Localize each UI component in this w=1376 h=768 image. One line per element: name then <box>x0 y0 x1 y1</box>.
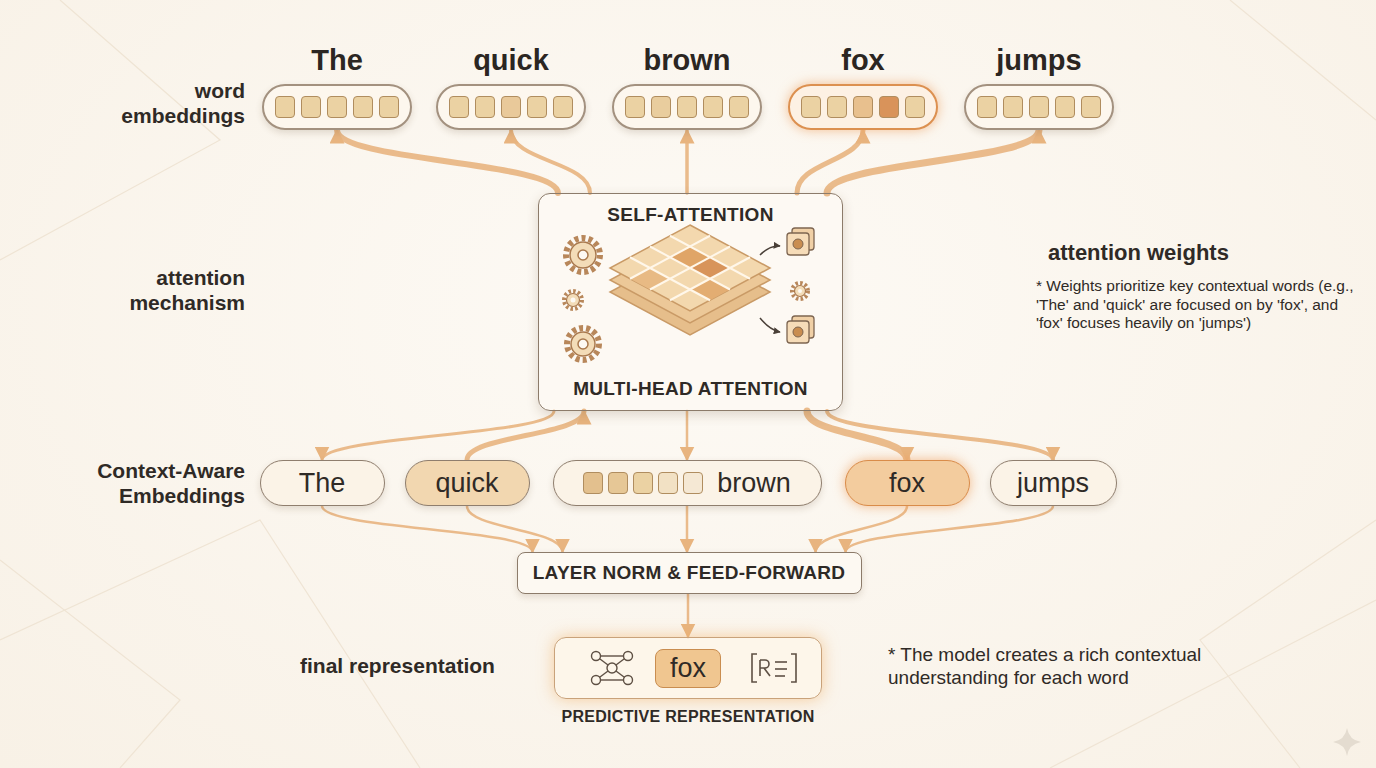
annotation-note: * The model creates a rich contextual un… <box>888 644 1228 690</box>
vector-cell <box>527 96 547 118</box>
context-embedding: jumps <box>990 460 1117 506</box>
vector-cell <box>449 96 469 118</box>
word-embedding: quick <box>436 40 586 130</box>
row-label: Context-Aware Embeddings <box>95 458 245 508</box>
output-frame: fox <box>554 637 822 699</box>
word-embedding: fox <box>788 40 938 130</box>
vector-cell <box>275 96 295 118</box>
row-label: word embeddings <box>115 78 245 128</box>
word-label: The <box>311 40 363 80</box>
vector-cell <box>625 96 645 118</box>
embedding-vector <box>583 472 703 494</box>
vector-cell <box>658 472 678 494</box>
vector-cell <box>633 472 653 494</box>
context-embedding: The <box>260 460 385 506</box>
attention-arrow <box>827 130 1039 193</box>
vector-cell <box>475 96 495 118</box>
word-label: quick <box>435 468 498 499</box>
word-label: quick <box>473 40 549 80</box>
context-embedding: fox <box>845 460 970 506</box>
word-label: The <box>299 468 346 499</box>
vector-cell <box>651 96 671 118</box>
attention-arrow <box>687 594 690 637</box>
word-embedding: brown <box>612 40 762 130</box>
attention-matrix <box>610 225 770 335</box>
word-label: brown <box>717 468 791 499</box>
context-embedding: brown <box>553 460 822 506</box>
attention-arrow <box>467 506 563 552</box>
word-label: jumps <box>1017 468 1089 499</box>
box-caption: PREDICTIVE REPRESENTATION <box>561 708 814 726</box>
vector-cell <box>379 96 399 118</box>
word-embedding: The <box>262 40 412 130</box>
vector-cell <box>327 96 347 118</box>
network-icon <box>592 652 633 685</box>
vector-cell <box>1029 96 1049 118</box>
attention-arrow <box>686 411 689 460</box>
attention-illustration <box>538 193 843 411</box>
attention-arrow <box>337 130 558 193</box>
vector-cell <box>977 96 997 118</box>
vector-cell <box>853 96 873 118</box>
vector-cell <box>905 96 925 118</box>
vector-cell <box>879 96 899 118</box>
annotation-note: * Weights prioritize key contextual word… <box>1036 277 1356 333</box>
row-label: attention mechanism <box>115 265 245 315</box>
embedding-vector <box>964 84 1114 130</box>
attention-arrow <box>686 506 689 552</box>
embedding-vector <box>788 84 938 130</box>
vector-cell <box>801 96 821 118</box>
attention-arrow <box>827 411 1053 460</box>
word-label: fox <box>655 649 721 688</box>
word-embedding: jumps <box>964 40 1114 130</box>
attention-block: SELF-ATTENTION MULTI-HEAD ATTENTION <box>538 193 843 411</box>
vector-cell <box>501 96 521 118</box>
head-output-icon <box>760 228 814 343</box>
embedding-vector <box>262 84 412 130</box>
embedding-vector <box>612 84 762 130</box>
output-box: foxPREDICTIVE REPRESENTATION <box>554 637 822 726</box>
context-embedding: quick <box>405 460 530 506</box>
sparkle-mark <box>1333 728 1361 756</box>
attention-arrow <box>846 506 1054 552</box>
row-label: final representation <box>300 653 520 678</box>
word-label: fox <box>841 40 885 80</box>
word-label: brown <box>644 40 731 80</box>
box-title: LAYER NORM & FEED-FORWARD <box>533 562 846 584</box>
prescription-icon <box>752 654 796 682</box>
vector-cell <box>353 96 373 118</box>
vector-cell <box>1081 96 1101 118</box>
vector-cell <box>583 472 603 494</box>
block-title: SELF-ATTENTION <box>607 204 773 226</box>
vector-cell <box>703 96 723 118</box>
vector-cell <box>677 96 697 118</box>
vector-cell <box>729 96 749 118</box>
vector-cell <box>1055 96 1075 118</box>
final-illustration <box>554 637 822 699</box>
vector-cell <box>683 472 703 494</box>
attention-arrow <box>685 130 689 193</box>
annotation-title: attention weights <box>1048 240 1338 266</box>
attention-arrow <box>467 411 584 460</box>
block-title: MULTI-HEAD ATTENTION <box>573 378 808 400</box>
attention-arrow <box>322 506 533 552</box>
vector-cell <box>301 96 321 118</box>
vector-cell <box>827 96 847 118</box>
attention-arrow <box>807 411 907 460</box>
embedding-vector <box>436 84 586 130</box>
attention-arrow <box>511 130 590 193</box>
word-label: jumps <box>996 40 1081 80</box>
process-box: LAYER NORM & FEED-FORWARD <box>517 552 862 594</box>
vector-cell <box>1003 96 1023 118</box>
attention-arrow <box>816 506 908 552</box>
word-label: fox <box>889 468 925 499</box>
vector-cell <box>553 96 573 118</box>
vector-cell <box>608 472 628 494</box>
